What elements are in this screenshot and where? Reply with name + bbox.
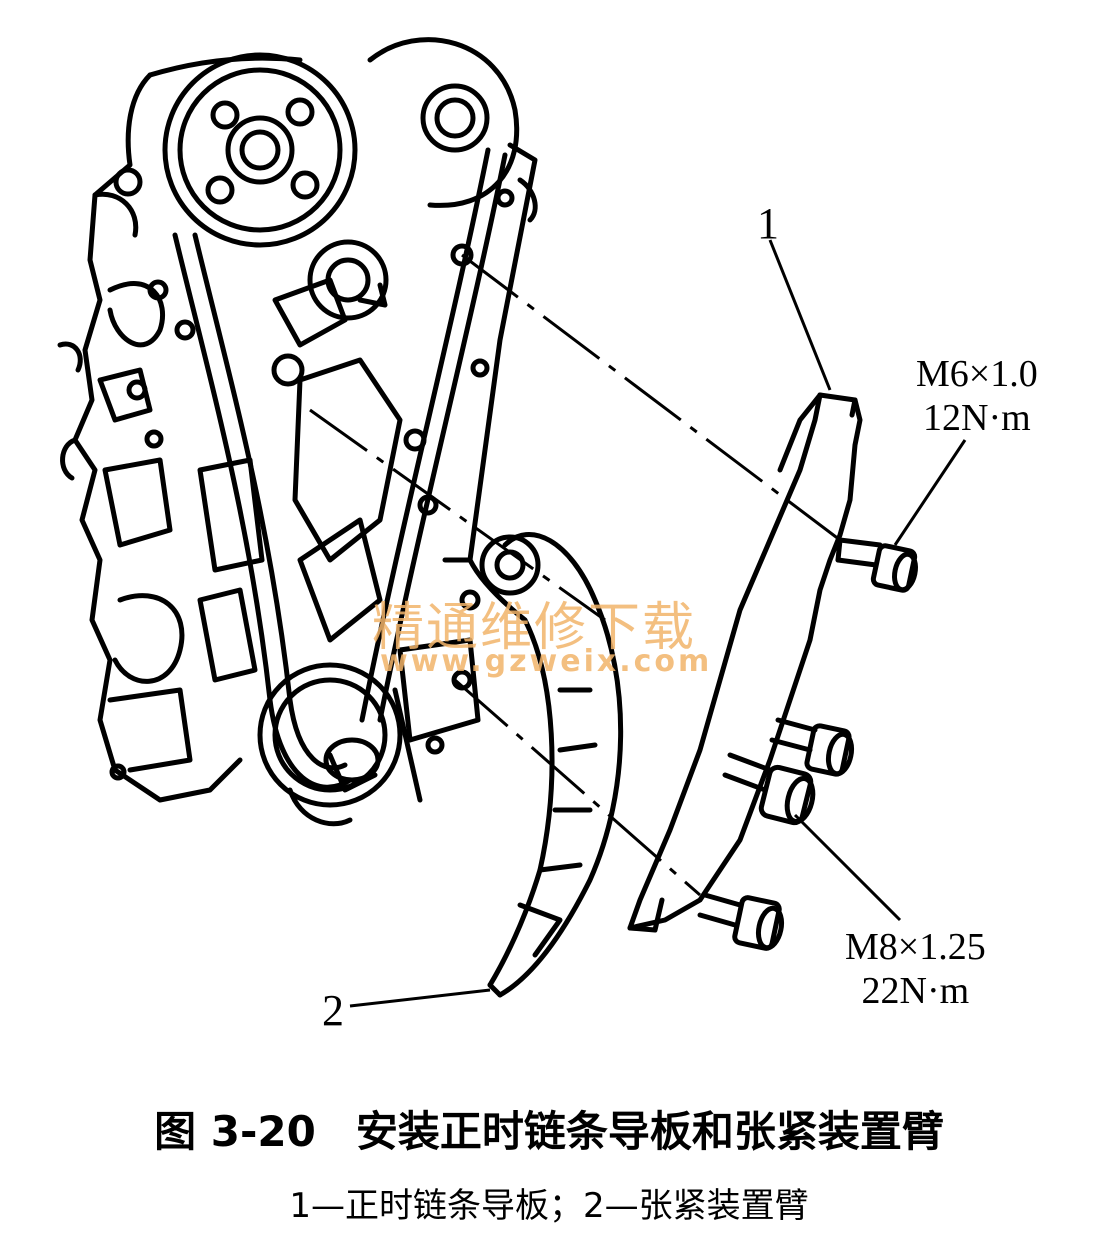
leader-part1 — [768, 239, 832, 391]
bolt-m8-lower — [697, 892, 785, 951]
bolt-m6-top — [835, 537, 918, 593]
bolt-m8-upper — [769, 717, 855, 777]
watermark-url: www.gzweix.com — [380, 644, 713, 679]
crank-sprocket — [257, 662, 403, 808]
figure-number: 图 3-20 — [154, 1107, 316, 1156]
second-sprocket — [367, 37, 520, 208]
timing-chain — [172, 147, 508, 790]
leader-part2 — [349, 988, 491, 1008]
bolt-large-torque: 22N·m — [861, 970, 970, 1012]
idler-boss — [271, 239, 389, 387]
timing-chain-guide-part1 — [627, 392, 863, 933]
figure-caption: 图 3-20 安装正时链条导板和张紧装置臂 — [0, 1098, 1098, 1159]
leader-lines — [349, 239, 967, 1008]
bolt-small-torque: 12N·m — [923, 397, 1031, 439]
cam-sprocket — [162, 52, 358, 248]
bolt-m8-middle — [722, 752, 816, 826]
callout-part-2: 2 — [322, 986, 344, 1035]
engine-timing-diagram: 1 2 M6×1.0 12N·m M8×1.25 22N·m 精通维修下载 ww… — [57, 37, 1038, 1035]
line-drawing — [57, 37, 967, 1008]
bolt-large-size: M8×1.25 — [845, 926, 986, 968]
leader-m6 — [893, 439, 967, 546]
spec-large-bolt: M8×1.25 22N·m — [845, 925, 986, 1013]
tensioner-arm-part2 — [467, 532, 624, 998]
bolt-small-size: M6×1.0 — [916, 353, 1038, 395]
leader-m8 — [793, 813, 902, 922]
fixed-chain-guide — [442, 142, 538, 563]
figure-title: 安装正时链条导板和张紧装置臂 — [355, 1107, 944, 1156]
spec-small-bolt: M6×1.0 12N·m — [916, 352, 1038, 440]
alignment-lines — [309, 253, 841, 897]
callout-part-1: 1 — [757, 199, 779, 248]
watermark-text: 精通维修下载 — [372, 598, 697, 658]
figure-legend: 1—正时链条导板；2—张紧装置臂 — [289, 1186, 809, 1226]
